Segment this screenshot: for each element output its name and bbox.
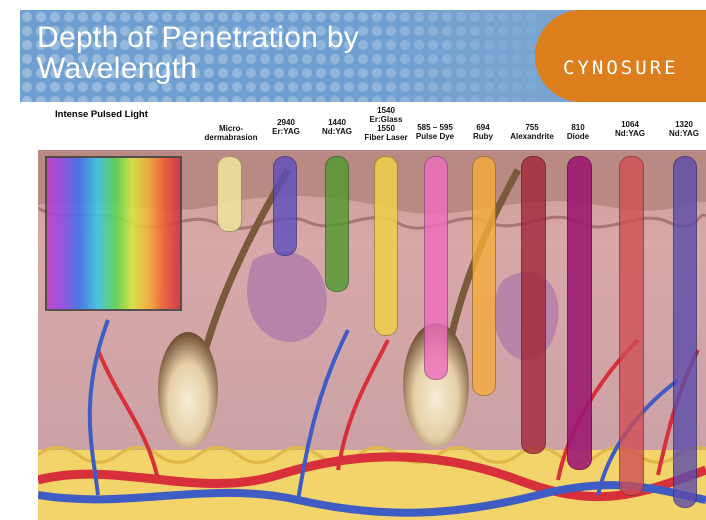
brand-panel bbox=[535, 10, 706, 102]
column-label-1064-ndyag: 1064 Nd:YAG bbox=[615, 120, 645, 138]
bar-1320-ndyag bbox=[673, 156, 697, 508]
bar-1540-erglass-fiber bbox=[374, 156, 398, 336]
column-label-pulse-dye: 585 – 595 Pulse Dye bbox=[416, 123, 454, 141]
bar-1064-ndyag bbox=[619, 156, 644, 496]
column-label-alexandrite: 755 Alexandrite bbox=[510, 123, 554, 141]
column-label-2940-eryag: 2940 Er:YAG bbox=[272, 118, 300, 136]
bar-ruby bbox=[472, 156, 496, 396]
bar-diode bbox=[567, 156, 592, 470]
column-label-microdermabrasion: Micro- dermabrasion bbox=[205, 124, 258, 142]
bar-2940-eryag bbox=[273, 156, 297, 256]
hair-follicle-left bbox=[158, 332, 218, 448]
column-label-1440-ndyag: 1440 Nd:YAG bbox=[322, 118, 352, 136]
ipl-label: Intense Pulsed Light bbox=[55, 109, 148, 120]
column-label-diode: 810 Diode bbox=[567, 123, 589, 141]
brand-logo: CYNOSURE bbox=[563, 57, 679, 79]
bar-alexandrite bbox=[521, 156, 546, 454]
slide-title: Depth of Penetration by Wavelength bbox=[37, 22, 359, 84]
column-label-ruby: 694 Ruby bbox=[473, 123, 493, 141]
bar-1440-ndyag bbox=[325, 156, 349, 292]
ipl-spectrum-box bbox=[45, 156, 182, 311]
column-label-1540-erglass-fiber: 1540 Er:Glass 1550 Fiber Laser bbox=[364, 106, 407, 142]
bar-pulse-dye bbox=[424, 156, 448, 380]
bar-microdermabrasion bbox=[217, 156, 242, 232]
column-label-1320-ndyag: 1320 Nd:YAG bbox=[669, 120, 699, 138]
